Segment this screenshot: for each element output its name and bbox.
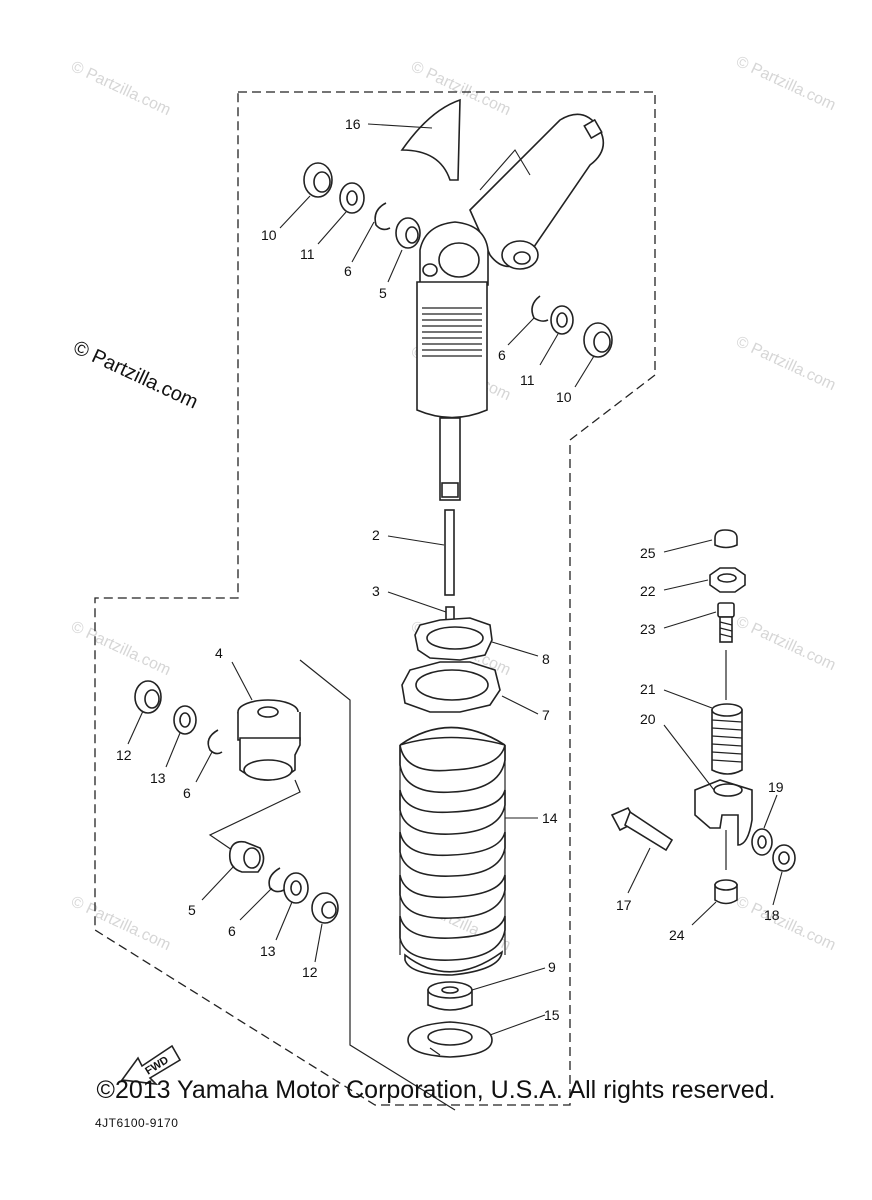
callout-24: 24	[669, 927, 685, 943]
callout-10: 10	[556, 389, 572, 405]
callout-5: 5	[188, 902, 196, 918]
watermark: © Partzilla.com	[733, 333, 838, 394]
callout-6: 6	[183, 785, 191, 801]
part-2-rod	[444, 509, 455, 596]
upper-bushings-left	[303, 162, 421, 249]
part-15-lower-seat	[407, 1021, 493, 1058]
callout-5: 5	[379, 285, 387, 301]
callout-12: 12	[116, 747, 132, 763]
callout-12: 12	[302, 964, 318, 980]
callout-19: 19	[768, 779, 784, 795]
lower-bushings-right	[228, 840, 339, 924]
watermark: © Partzilla.com	[733, 53, 838, 114]
spring-seat-7	[401, 661, 501, 713]
watermark: © Partzilla.com	[68, 893, 173, 954]
watermark: © Partzilla.com	[68, 58, 173, 119]
watermark: © Partzilla.com	[733, 613, 838, 674]
watermark: © Partzilla.com	[408, 58, 513, 119]
callout-8: 8	[542, 651, 550, 667]
part-14-spring	[399, 726, 506, 976]
assembly-outline	[94, 91, 656, 1106]
watermark: © Partzilla.com	[68, 618, 173, 679]
callout-6: 6	[498, 347, 506, 363]
callout-9: 9	[548, 959, 556, 975]
callout-14: 14	[542, 810, 558, 826]
callout-13: 13	[260, 943, 276, 959]
part-16-label	[400, 98, 461, 181]
callout-18: 18	[764, 907, 780, 923]
callout-6: 6	[228, 923, 236, 939]
callout-7: 7	[542, 707, 550, 723]
callout-2: 2	[372, 527, 380, 543]
callout-17: 17	[616, 897, 632, 913]
watermark-bold: © Partzilla.com	[70, 337, 201, 414]
callout-3: 3	[372, 583, 380, 599]
copyright-footer: ©2013 Yamaha Motor Corporation, U.S.A. A…	[96, 1076, 776, 1104]
callout-labels: 16 10 11 6 5 6 11 10 2 3 8 7 4 12 13 6 1…	[116, 116, 784, 1023]
callout-16: 16	[345, 116, 361, 132]
hardware-group	[610, 529, 796, 905]
callout-13: 13	[150, 770, 166, 786]
leader-lines	[127, 123, 783, 1036]
callout-20: 20	[640, 711, 656, 727]
callout-21: 21	[640, 681, 656, 697]
callout-6: 6	[344, 263, 352, 279]
callout-10: 10	[261, 227, 277, 243]
part-9-collar	[427, 981, 473, 1011]
callout-23: 23	[640, 621, 656, 637]
callout-11: 11	[300, 246, 315, 262]
shock-body	[416, 113, 605, 501]
lower-mount-4	[208, 659, 456, 1111]
callout-25: 25	[640, 545, 656, 561]
lower-bushings-left	[134, 680, 223, 755]
drawing-code: 4JT6100-9170	[95, 1116, 178, 1130]
callout-15: 15	[544, 1007, 560, 1023]
spring-adjuster-8	[414, 617, 493, 661]
callout-22: 22	[640, 583, 656, 599]
watermark: © Partzilla.com	[733, 893, 838, 954]
upper-bushings-right	[531, 295, 613, 358]
callout-11: 11	[520, 372, 535, 388]
callout-4: 4	[215, 645, 223, 661]
